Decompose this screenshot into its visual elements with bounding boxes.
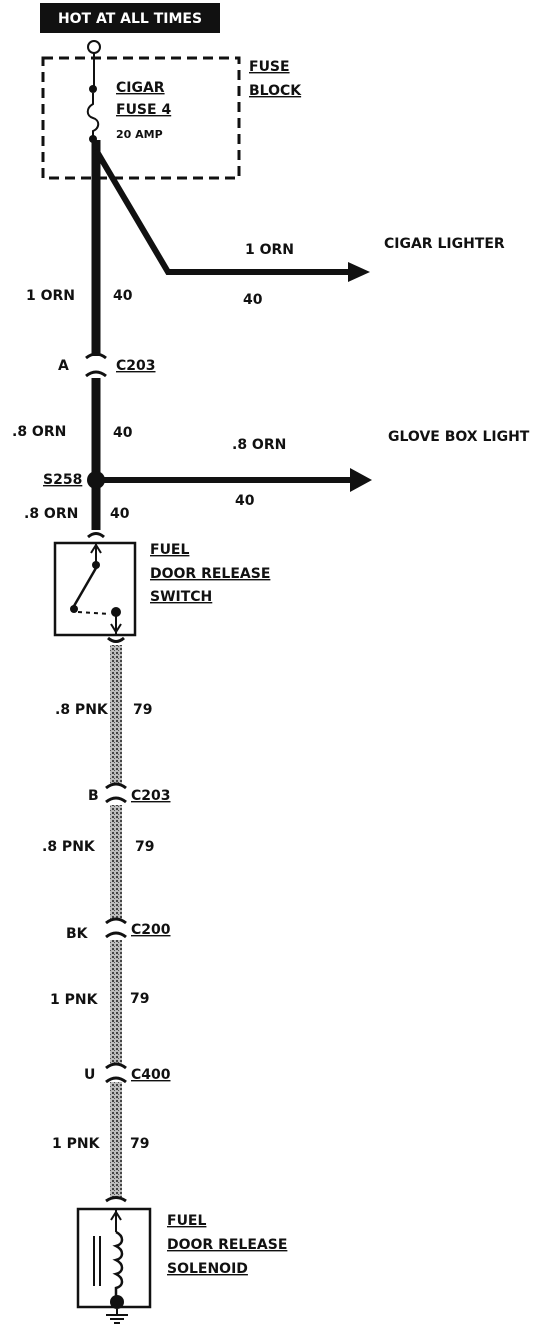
glove-box-light-destination: GLOVE BOX LIGHT xyxy=(388,429,530,445)
connector-c400-name: C400 xyxy=(131,1067,171,1083)
cigar-branch-wire-label: 1 ORN xyxy=(245,242,294,258)
solenoid-arrow-up-icon xyxy=(110,1210,122,1221)
switch-output-connector xyxy=(107,636,125,643)
main-wire-1-circuit: 40 xyxy=(113,288,133,304)
wire-pnk-3 xyxy=(110,940,122,1065)
solenoid-ground-terminal xyxy=(110,1295,124,1309)
main-wire-1-label: 1 ORN xyxy=(26,288,75,304)
switch-blade-icon xyxy=(72,567,98,607)
solenoid-label-line1: FUEL xyxy=(167,1213,206,1229)
wire-pnk-2 xyxy=(110,805,122,920)
fuse-block-title-2: BLOCK xyxy=(249,83,302,99)
pink-wire-1-label: .8 PNK xyxy=(55,702,109,718)
arrow-right-icon xyxy=(348,262,370,282)
cigar-lighter-destination: CIGAR LIGHTER xyxy=(384,236,505,252)
connector-c200-pin: BK xyxy=(66,926,89,942)
switch-contact-top xyxy=(92,561,100,569)
switch-contact-left xyxy=(70,605,78,613)
main-wire-3-label: .8 ORN xyxy=(24,506,78,522)
connector-c203-a-pin: A xyxy=(58,358,69,374)
fuse-block-outline xyxy=(41,56,241,180)
solenoid-input-connector xyxy=(105,1196,127,1203)
pink-wire-1-circuit: 79 xyxy=(133,702,152,718)
cigar-branch-circuit: 40 xyxy=(243,292,263,308)
pink-wire-4-circuit: 79 xyxy=(130,1136,149,1152)
fuel-door-release-solenoid-box xyxy=(76,1207,152,1309)
connector-c203-b-upper xyxy=(105,782,127,790)
main-wire-2-circuit: 40 xyxy=(113,425,133,441)
switch-label-line1: FUEL xyxy=(150,542,189,558)
pink-wire-3-circuit: 79 xyxy=(130,991,149,1007)
solenoid-label-line3: SOLENOID xyxy=(167,1261,248,1277)
fuse-block-title-1: FUSE xyxy=(249,59,290,75)
connector-c203-b-name: C203 xyxy=(131,788,171,804)
pink-wire-3-label: 1 PNK xyxy=(50,992,99,1008)
connector-c400-lower xyxy=(105,1076,127,1084)
connector-c203-a-name: C203 xyxy=(116,358,156,374)
connector-c203-b-lower xyxy=(105,796,127,804)
switch-label-line2: DOOR RELEASE xyxy=(150,566,270,582)
connector-c200-name: C200 xyxy=(131,922,171,938)
fuse-icon xyxy=(86,93,100,138)
wire-pnk-1 xyxy=(110,645,122,785)
connector-c203-a-upper xyxy=(85,352,107,360)
switch-contact-right xyxy=(111,607,121,617)
switch-label-line3: SWITCH xyxy=(150,589,212,605)
fuse-rating: 20 AMP xyxy=(116,128,163,141)
battery-terminal xyxy=(87,40,101,54)
switch-arrow-up-icon xyxy=(90,543,102,554)
wire-cigar-branch xyxy=(93,148,355,275)
switch-input-connector xyxy=(87,532,105,539)
glove-branch-wire-label: .8 ORN xyxy=(232,437,286,453)
connector-c400-pin: U xyxy=(84,1067,95,1083)
splice-s258-label: S258 xyxy=(43,472,82,488)
fuse-name-line2: FUSE 4 xyxy=(116,102,171,118)
splice-s258 xyxy=(87,471,105,489)
pink-wire-4-label: 1 PNK xyxy=(52,1136,101,1152)
pink-wire-2-label: .8 PNK xyxy=(42,839,96,855)
switch-dashed-link xyxy=(77,611,111,615)
connector-c203-a-lower xyxy=(85,370,107,378)
connector-c203-b-pin: B xyxy=(88,788,99,804)
connector-c200-lower xyxy=(105,931,127,939)
connector-c400-upper xyxy=(105,1062,127,1070)
fuse-terminal-top xyxy=(89,85,97,93)
main-wire-3-circuit: 40 xyxy=(110,506,130,522)
solenoid-label-line2: DOOR RELEASE xyxy=(167,1237,287,1253)
fuse-name-line1: CIGAR xyxy=(116,80,165,96)
connector-c200-upper xyxy=(105,917,127,925)
hot-at-all-times-label: HOT AT ALL TIMES xyxy=(58,11,202,27)
pink-wire-2-circuit: 79 xyxy=(135,839,154,855)
arrow-right-icon xyxy=(350,468,372,492)
hot-at-all-times-banner xyxy=(40,3,220,33)
wire-pnk-4 xyxy=(110,1082,122,1197)
glove-branch-circuit: 40 xyxy=(235,493,255,509)
solenoid-coil-icon xyxy=(112,1230,124,1300)
main-wire-2-label: .8 ORN xyxy=(12,424,66,440)
switch-arrow-down-icon xyxy=(110,623,122,634)
